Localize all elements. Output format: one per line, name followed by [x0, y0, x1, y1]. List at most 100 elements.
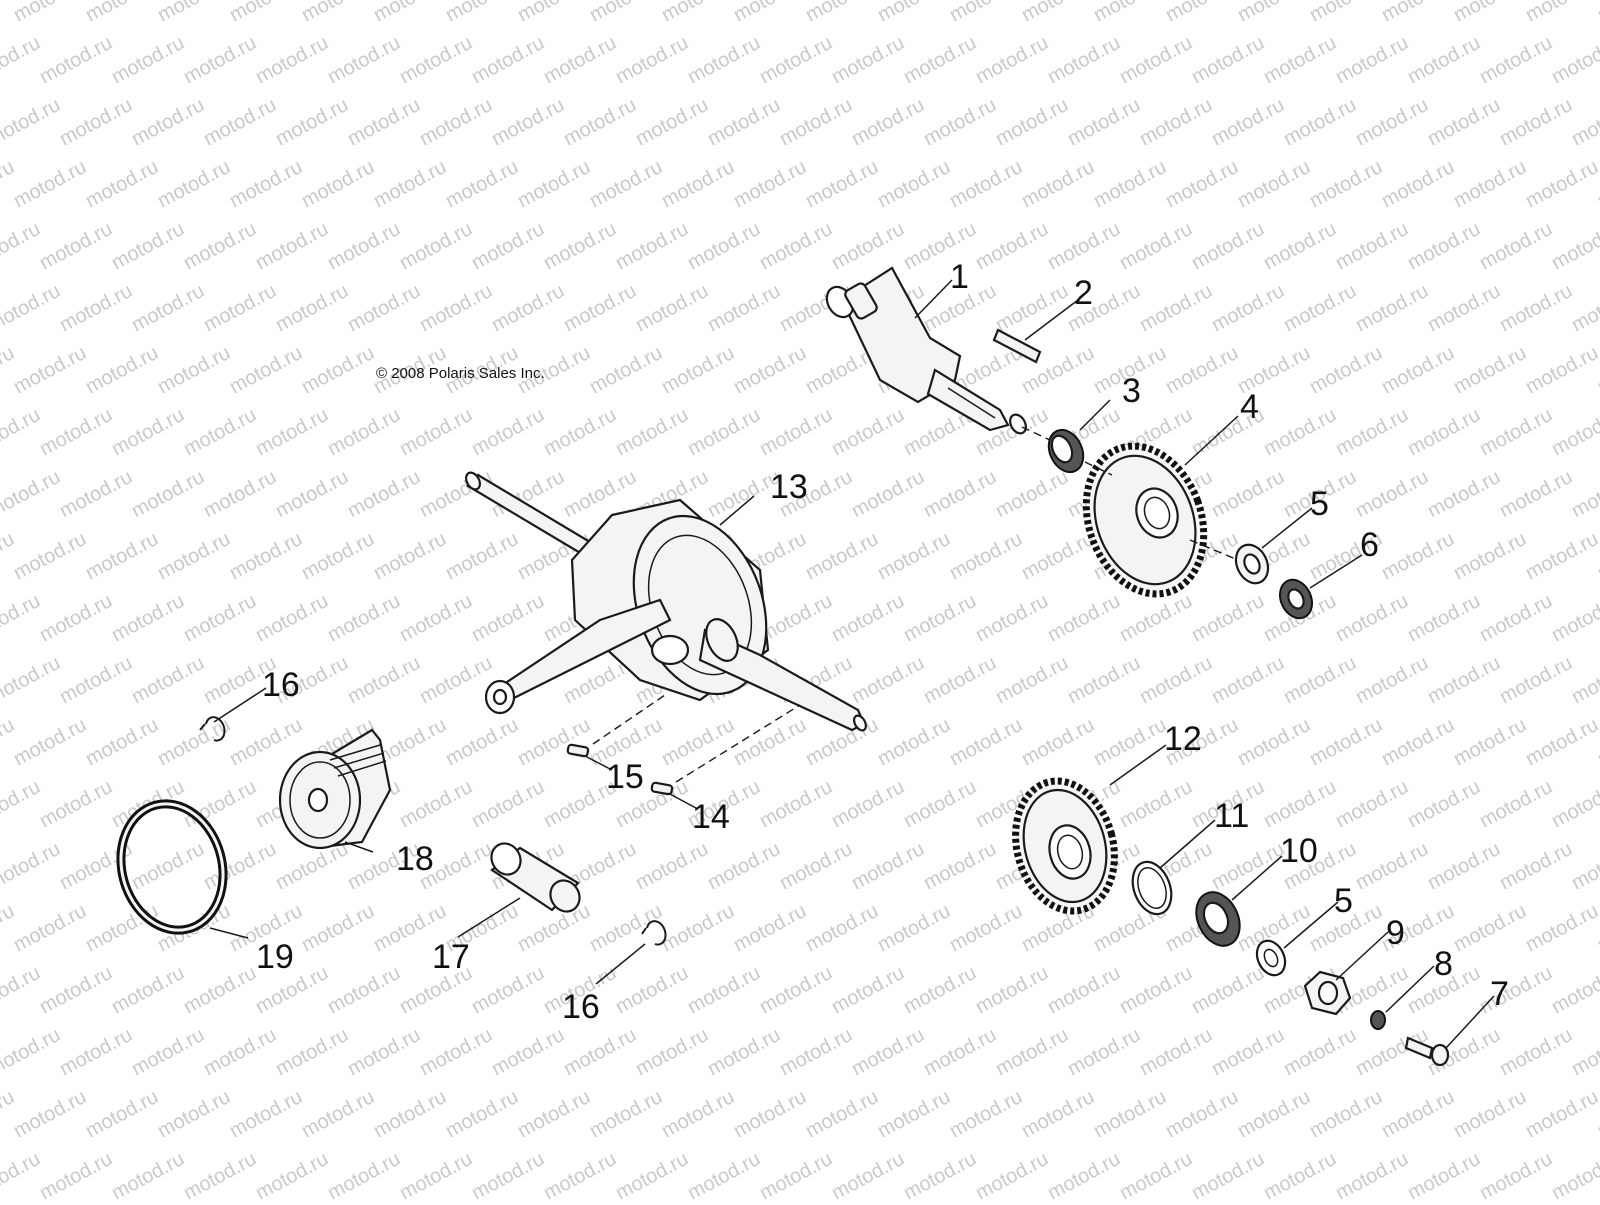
watermark-text: motod.ru	[468, 32, 548, 88]
watermark-text: motod.ru	[1044, 962, 1124, 1018]
watermark-text: motod.ru	[370, 0, 450, 26]
watermark-text: motod.ru	[704, 1024, 784, 1080]
watermark-text: motod.ru	[1352, 280, 1432, 336]
watermark-text: motod.ru	[272, 280, 352, 336]
watermark-text: motod.ru	[1332, 1148, 1412, 1200]
callout-13: 13	[770, 468, 808, 506]
part-15-key	[566, 743, 590, 758]
watermark-text: motod.ru	[540, 1148, 620, 1200]
watermark-text: motod.ru	[1090, 0, 1170, 26]
watermark-text: motod.ru	[1188, 962, 1268, 1018]
watermark-text: motod.ru	[1404, 218, 1484, 274]
watermark-text: motod.ru	[488, 94, 568, 150]
watermark-text: motod.ru	[1332, 404, 1412, 460]
watermark-text: motod.ru	[1548, 962, 1600, 1018]
watermark-text: motod.ru	[756, 32, 836, 88]
watermark-text: motod.ru	[1044, 32, 1124, 88]
watermark-text: motod.ru	[1162, 0, 1242, 26]
watermark-text: motod.ru	[180, 590, 260, 646]
watermark-text: motod.ru	[848, 94, 928, 150]
watermark-text: motod.ru	[1280, 280, 1360, 336]
watermark-text: motod.ru	[920, 1024, 1000, 1080]
watermark-text: motod.ru	[200, 1024, 280, 1080]
watermark-text: motod.ru	[802, 528, 882, 584]
watermark-text: motod.ru	[1496, 280, 1576, 336]
watermark-text: motod.ru	[632, 838, 712, 894]
watermark-text: motod.ru	[1208, 1024, 1288, 1080]
watermark-text: motod.ru	[298, 900, 378, 956]
part-17-piston-pin	[490, 842, 581, 913]
watermark-text: motod.ru	[154, 342, 234, 398]
watermark-text: motod.ru	[1162, 156, 1242, 212]
watermark-text: motod.ru	[900, 776, 980, 832]
watermark-text: motod.ru	[0, 32, 44, 88]
watermark-text: motod.ru	[704, 280, 784, 336]
watermark-text: motod.ru	[226, 0, 306, 26]
watermark-text: motod.ru	[1234, 714, 1314, 770]
watermark-text: motod.ru	[632, 94, 712, 150]
watermark-text: motod.ru	[154, 1086, 234, 1142]
watermark-text: motod.ru	[0, 590, 44, 646]
callout-18: 18	[396, 840, 434, 878]
watermark-text: motod.ru	[1424, 94, 1504, 150]
watermark-text: motod.ru	[1496, 1024, 1576, 1080]
part-5-washer-lower	[1255, 939, 1287, 977]
watermark-text: motod.ru	[946, 1086, 1026, 1142]
watermark-text: motod.ru	[56, 280, 136, 336]
watermark-text: motod.ru	[0, 218, 44, 274]
watermark-text: motod.ru	[36, 218, 116, 274]
watermark-text: motod.ru	[0, 776, 44, 832]
watermark-text: motod.ru	[586, 342, 666, 398]
watermark-text: motod.ru	[1404, 32, 1484, 88]
watermark-text: motod.ru	[272, 1024, 352, 1080]
watermark-text: motod.ru	[704, 94, 784, 150]
watermark-text: motod.ru	[468, 776, 548, 832]
watermark-text: motod.ru	[344, 652, 424, 708]
watermark-text: motod.ru	[10, 900, 90, 956]
watermark-text: motod.ru	[1548, 32, 1600, 88]
watermark-text: motod.ru	[972, 218, 1052, 274]
watermark-text: motod.ru	[1188, 218, 1268, 274]
watermark-text: motod.ru	[416, 652, 496, 708]
watermark-text: motod.ru	[324, 32, 404, 88]
watermark-text: motod.ru	[468, 962, 548, 1018]
watermark-text: motod.ru	[1424, 280, 1504, 336]
watermark-text: motod.ru	[272, 466, 352, 522]
watermark-text: motod.ru	[344, 280, 424, 336]
watermark-text: motod.ru	[488, 280, 568, 336]
watermark-text: motod.ru	[1496, 466, 1576, 522]
watermark-text: motod.ru	[756, 776, 836, 832]
watermark-text: motod.ru	[658, 342, 738, 398]
watermark-text: motod.ru	[1522, 1086, 1600, 1142]
watermark-text: motod.ru	[468, 218, 548, 274]
watermark-text: motod.ru	[442, 528, 522, 584]
watermark-text: motod.ru	[972, 962, 1052, 1018]
watermark-text: motod.ru	[344, 466, 424, 522]
watermark-text: motod.ru	[468, 404, 548, 460]
part-6-nut	[1278, 578, 1314, 620]
watermark-text: motod.ru	[612, 1148, 692, 1200]
callout-16-upper: 16	[262, 666, 300, 704]
watermark-text: motod.ru	[0, 280, 64, 336]
watermark-text: motod.ru	[756, 218, 836, 274]
watermark-text: motod.ru	[1594, 0, 1600, 26]
watermark-text: motod.ru	[828, 32, 908, 88]
watermark-text: motod.ru	[82, 714, 162, 770]
watermark-text: motod.ru	[946, 528, 1026, 584]
watermark-text: motod.ru	[1136, 94, 1216, 150]
watermark-text: motod.ru	[108, 1148, 188, 1200]
watermark-text: motod.ru	[0, 962, 44, 1018]
watermark-text: motod.ru	[658, 714, 738, 770]
watermark-text: motod.ru	[396, 32, 476, 88]
watermark-text: motod.ru	[0, 1024, 64, 1080]
copyright-text: © 2008 Polaris Sales Inc.	[376, 365, 545, 382]
watermark-text: motod.ru	[252, 218, 332, 274]
watermark-text: motod.ru	[82, 528, 162, 584]
part-16-circlip-upper	[199, 716, 226, 742]
watermark-text: motod.ru	[1522, 342, 1600, 398]
watermark-text: motod.ru	[1188, 590, 1268, 646]
part-7-bolt	[1404, 1036, 1450, 1067]
watermark-text: motod.ru	[1378, 714, 1458, 770]
watermark-text: motod.ru	[658, 156, 738, 212]
watermark-text: motod.ru	[298, 0, 378, 26]
